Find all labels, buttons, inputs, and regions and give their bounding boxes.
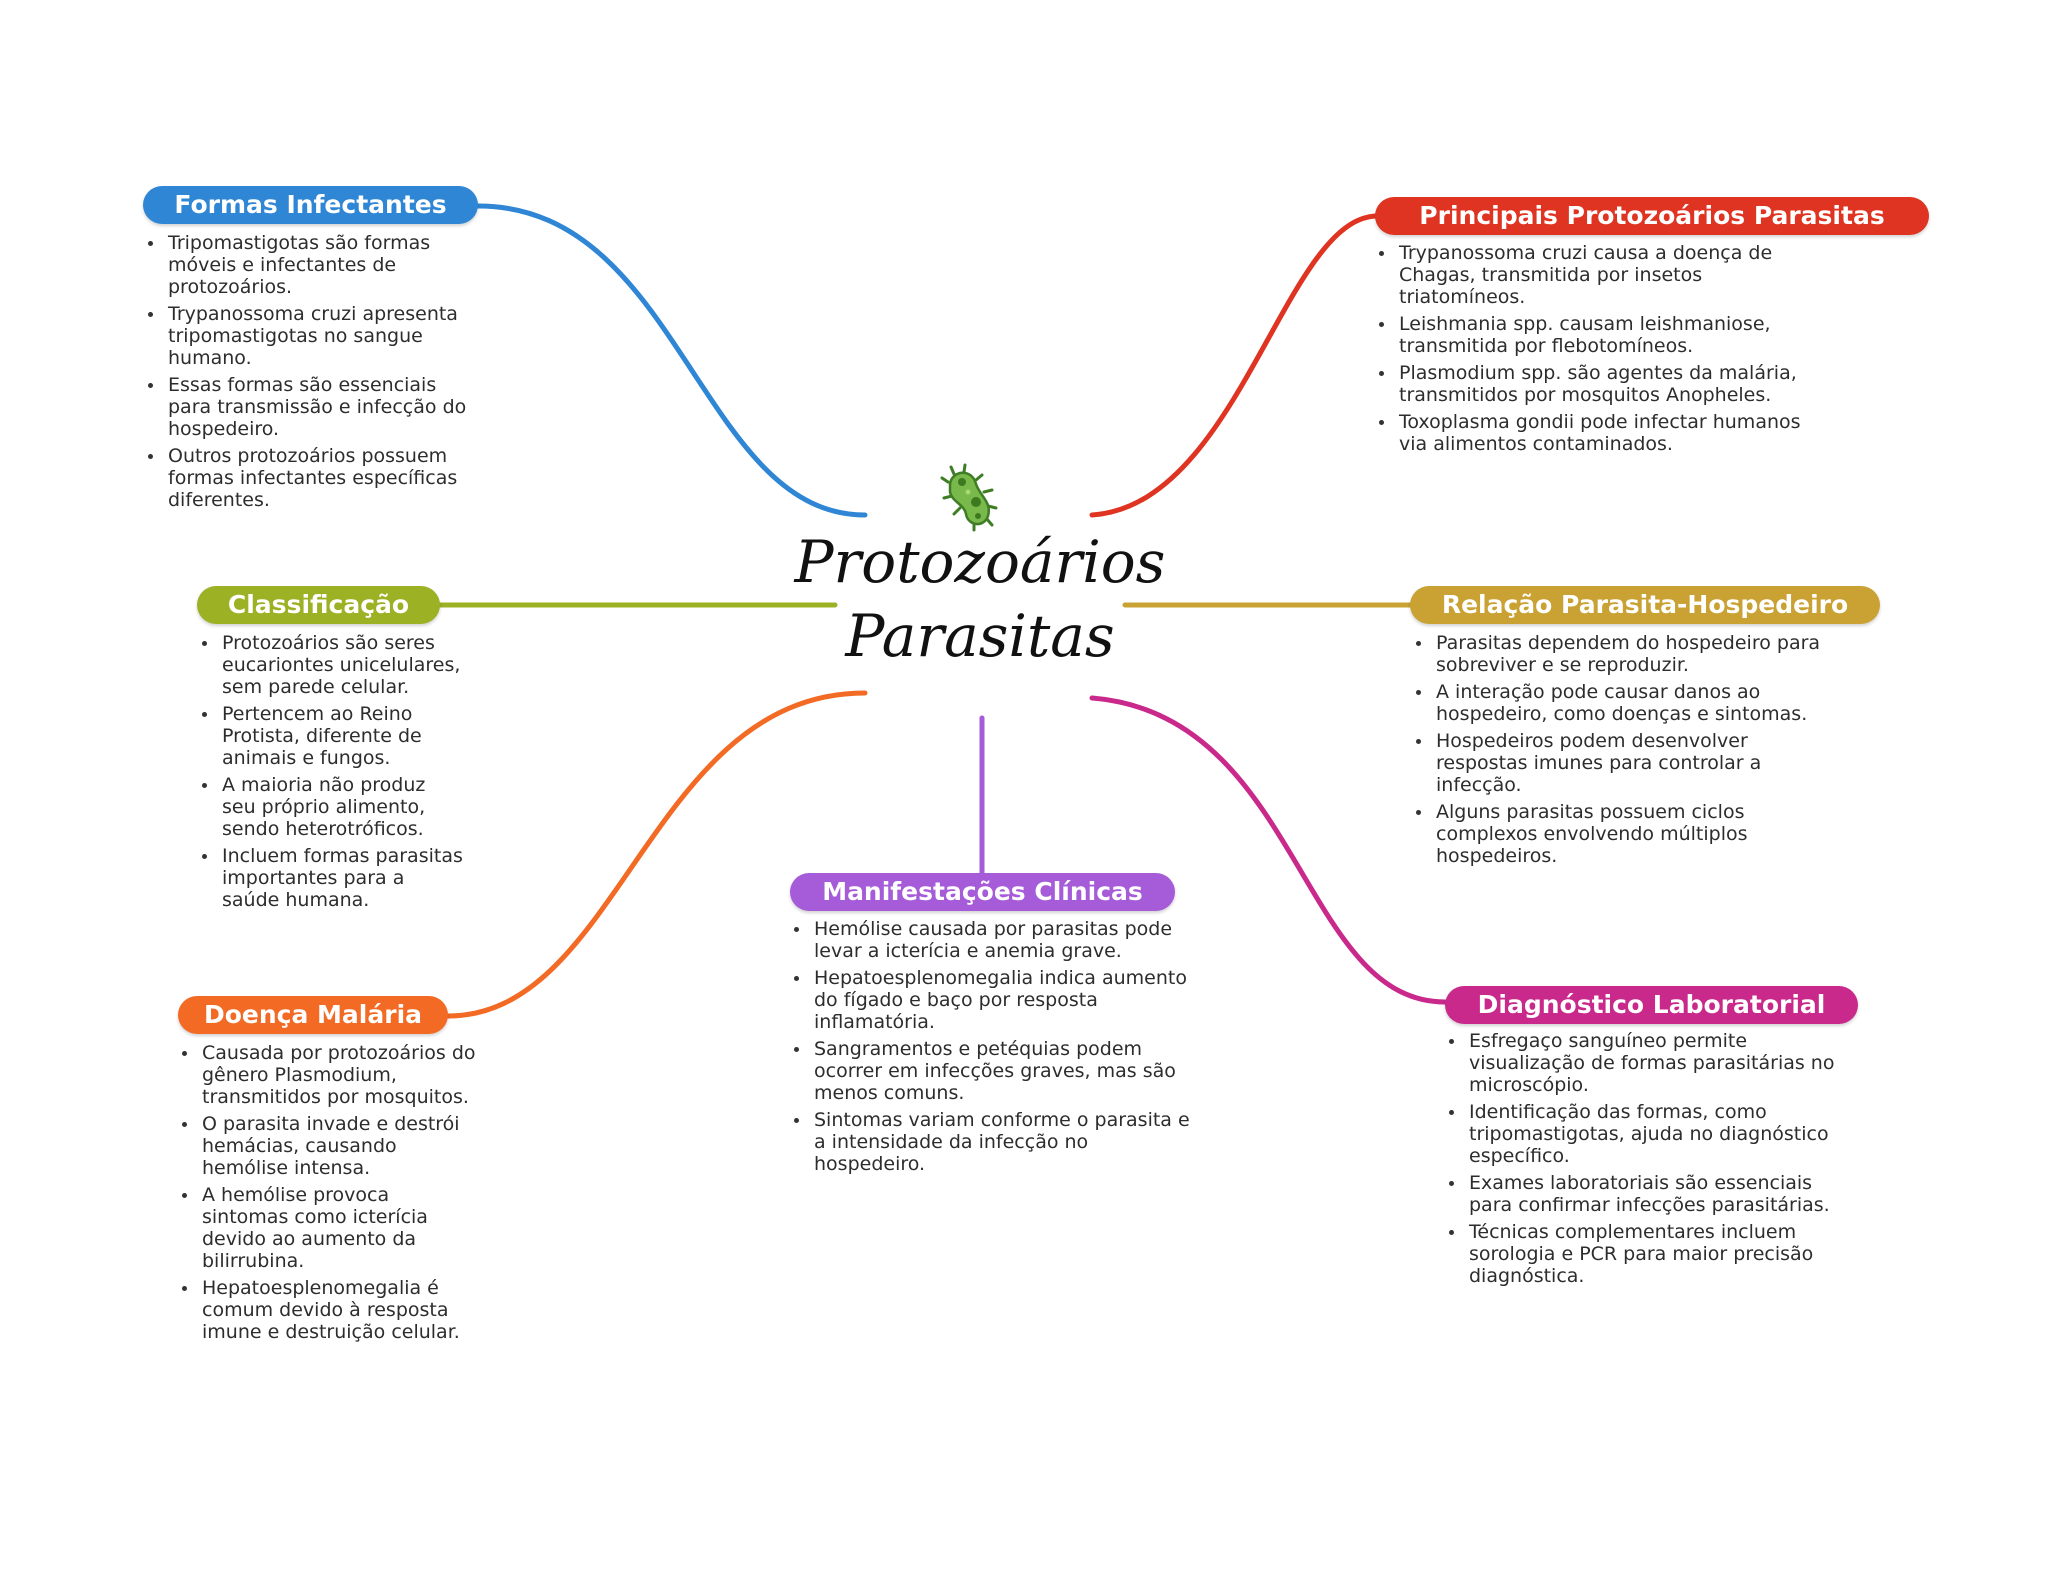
list-item: Exames laboratoriais são essenciais para… [1445, 1172, 1845, 1216]
formas-infectantes-list: Tripomastigotas são formas móveis e infe… [144, 232, 484, 516]
list-item: Técnicas complementares incluem sorologi… [1445, 1221, 1845, 1287]
relacao-parasita-hospedeiro-list: Parasitas dependem do hospedeiro para so… [1412, 632, 1832, 872]
list-item: Parasitas dependem do hospedeiro para so… [1412, 632, 1832, 676]
list-item: Pertencem ao Reino Protista, diferente d… [198, 703, 463, 769]
topic-classificacao[interactable]: Classificação [197, 586, 440, 624]
branch-malaria [445, 690, 868, 1019]
list-item: Hepatoesplenomegalia é comum devido à re… [178, 1277, 478, 1343]
list-item: A interação pode causar danos ao hospede… [1412, 681, 1832, 725]
list-item: Sangramentos e petéquias podem ocorrer e… [790, 1038, 1190, 1104]
list-item: Leishmania spp. causam leishmaniose, tra… [1375, 313, 1825, 357]
topic-diagnostico-laboratorial[interactable]: Diagnóstico Laboratorial [1445, 986, 1858, 1024]
list-item: Sintomas variam conforme o parasita e a … [790, 1109, 1190, 1175]
topic-principais-protozoarios[interactable]: Principais Protozoários Parasitas [1375, 197, 1929, 235]
classificacao-list: Protozoários são seres eucariontes unice… [198, 632, 463, 916]
list-item: A hemólise provoca sintomas como icteríc… [178, 1184, 478, 1272]
topic-formas-infectantes[interactable]: Formas Infectantes [143, 186, 478, 224]
list-item: Tripomastigotas são formas móveis e infe… [144, 232, 484, 298]
list-item: Hepatoesplenomegalia indica aumento do f… [790, 967, 1190, 1033]
list-item: Incluem formas parasitas importantes par… [198, 845, 463, 911]
manifestacoes-clinicas-list: Hemólise causada por parasitas pode leva… [790, 918, 1190, 1180]
list-item: Alguns parasitas possuem ciclos complexo… [1412, 801, 1832, 867]
list-item: Plasmodium spp. são agentes da malária, … [1375, 362, 1825, 406]
list-item: Trypanossoma cruzi apresenta tripomastig… [144, 303, 484, 369]
principais-protozoarios-list: Trypanossoma cruzi causa a doença de Cha… [1375, 242, 1825, 460]
branch-formas [475, 203, 868, 518]
list-item: Causada por protozoários do gênero Plasm… [178, 1042, 478, 1108]
doenca-malaria-list: Causada por protozoários do gênero Plasm… [178, 1042, 478, 1348]
list-item: Identificação das formas, como tripomast… [1445, 1101, 1845, 1167]
topic-doenca-malaria[interactable]: Doença Malária [178, 996, 448, 1034]
list-item: Essas formas são essenciais para transmi… [144, 374, 484, 440]
list-item: Toxoplasma gondii pode infectar humanos … [1375, 411, 1825, 455]
branch-principais [1089, 213, 1381, 518]
list-item: Protozoários são seres eucariontes unice… [198, 632, 463, 698]
topic-manifestacoes-clinicas[interactable]: Manifestações Clínicas [790, 873, 1175, 911]
list-item: Trypanossoma cruzi causa a doença de Cha… [1375, 242, 1825, 308]
list-item: Esfregaço sanguíneo permite visualização… [1445, 1030, 1845, 1096]
topic-relacao-parasita-hospedeiro[interactable]: Relação Parasita-Hospedeiro [1410, 586, 1880, 624]
diagnostico-laboratorial-list: Esfregaço sanguíneo permite visualização… [1445, 1030, 1845, 1292]
branch-diagnostico [1089, 695, 1448, 1005]
central-topic: Protozoários Parasitas [794, 528, 1166, 670]
list-item: Hemólise causada por parasitas pode leva… [790, 918, 1190, 962]
list-item: Outros protozoários possuem formas infec… [144, 445, 484, 511]
list-item: Hospedeiros podem desenvolver respostas … [1412, 730, 1832, 796]
list-item: A maioria não produz seu próprio aliment… [198, 774, 463, 840]
microbe-icon [940, 463, 998, 532]
list-item: O parasita invade e destrói hemácias, ca… [178, 1113, 478, 1179]
